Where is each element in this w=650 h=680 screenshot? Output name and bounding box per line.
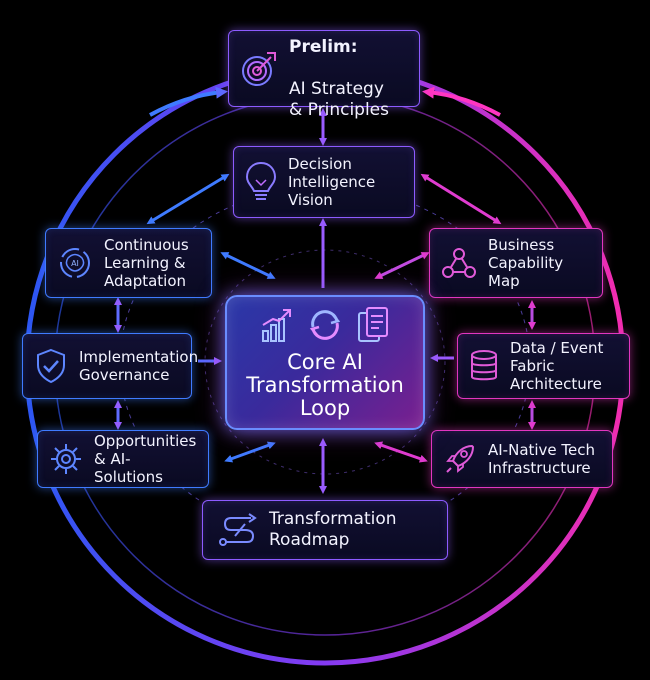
node-ai-native-infrastructure: AI-Native Tech Infrastructure xyxy=(431,430,613,488)
node-implementation-label: Implementation Governance xyxy=(79,348,199,384)
node-prelim-title: Prelim: xyxy=(289,37,358,57)
node-opportunities-label: Opportunities & AI-Solutions xyxy=(94,432,197,486)
node-implementation-governance: Implementation Governance xyxy=(22,333,198,399)
node-decision-label: Decision Intelligence Vision xyxy=(288,155,376,209)
outer-arc-arrow-left xyxy=(149,86,228,117)
outer-arc-arrow-right xyxy=(422,86,501,117)
node-roadmap-label: Transformation Roadmap xyxy=(269,509,397,550)
network-nodes-icon xyxy=(440,246,478,280)
node-prelim-ai-strategy: Prelim: AI Strategy & Principles xyxy=(228,30,420,120)
core-icon-row xyxy=(227,305,423,349)
documents-icon xyxy=(355,305,391,349)
shield-check-icon xyxy=(33,347,69,385)
chart-growth-icon xyxy=(259,305,295,349)
arrow-business-core xyxy=(374,252,430,279)
node-decision-intelligence: Decision Intelligence Vision xyxy=(233,146,415,218)
node-opportunities: Opportunities & AI-Solutions xyxy=(37,430,209,488)
node-data-event-fabric: Data / Event Fabric Architecture xyxy=(457,333,630,399)
ai-brain-cycle-icon: AI xyxy=(56,244,94,282)
node-prelim-subtitle: AI Strategy & Principles xyxy=(289,79,389,120)
svg-text:AI: AI xyxy=(71,259,79,268)
node-data-event-label: Data / Event Fabric Architecture xyxy=(510,339,604,393)
node-transformation-roadmap: Transformation Roadmap xyxy=(202,500,448,560)
rocket-icon xyxy=(442,441,478,477)
arrow-decision-business xyxy=(420,173,502,225)
node-continuous-label: Continuous Learning & Adaptation xyxy=(104,236,189,290)
gear-icon xyxy=(48,441,84,477)
arrow-core-opportunities xyxy=(224,441,276,463)
node-business-label: Business Capability Map xyxy=(488,236,564,290)
lightbulb-icon xyxy=(244,160,278,204)
node-ai-native-label: AI-Native Tech Infrastructure xyxy=(488,441,596,477)
roadmap-path-icon xyxy=(217,512,259,548)
node-business-capability: Business Capability Map xyxy=(429,228,603,298)
inner-dashed-orbit-2 xyxy=(204,249,446,475)
node-continuous-learning: AI Continuous Learning & Adaptation xyxy=(45,228,212,298)
arrow-continuous-core xyxy=(220,252,276,279)
core-title: Core AI Transformation Loop xyxy=(246,350,404,420)
node-prelim-text: Prelim: AI Strategy & Principles xyxy=(289,16,389,121)
ai-cycle-icon xyxy=(305,305,345,349)
target-icon xyxy=(239,49,279,89)
core-ai-transformation-loop: Core AI Transformation Loop xyxy=(225,295,425,430)
arrow-decision-continuous xyxy=(146,173,230,225)
arrow-core-ainative xyxy=(374,441,428,463)
database-icon xyxy=(468,348,500,384)
